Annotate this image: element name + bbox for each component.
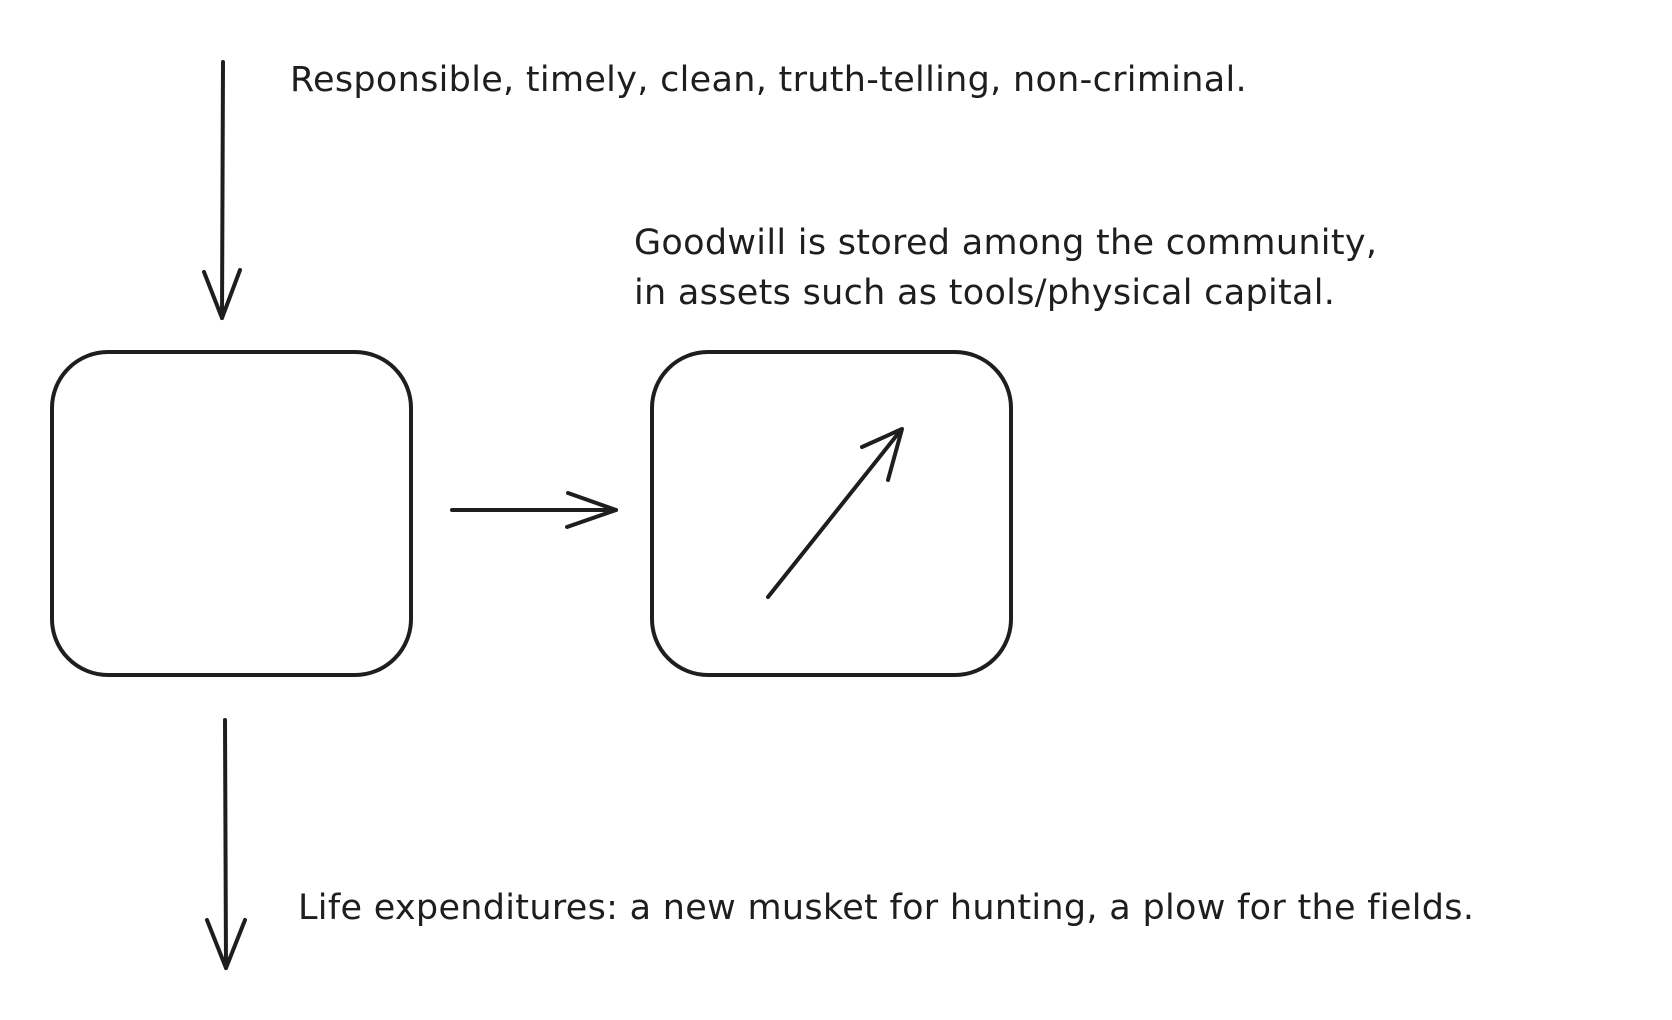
output-arrow (205, 718, 247, 970)
input-arrow (202, 60, 242, 320)
connector-arrow (450, 491, 618, 529)
growth-arrow-icon (766, 427, 904, 599)
input-note: Responsible, timely, clean, truth-tellin… (290, 60, 1247, 100)
right-box (650, 350, 1013, 677)
goodwill-note-line-2: in assets such as tools/physical capital… (634, 273, 1336, 313)
goodwill-note-line-1: Goodwill is stored among the community, (634, 223, 1378, 263)
left-box (50, 350, 413, 677)
output-note: Life expenditures: a new musket for hunt… (298, 888, 1475, 928)
